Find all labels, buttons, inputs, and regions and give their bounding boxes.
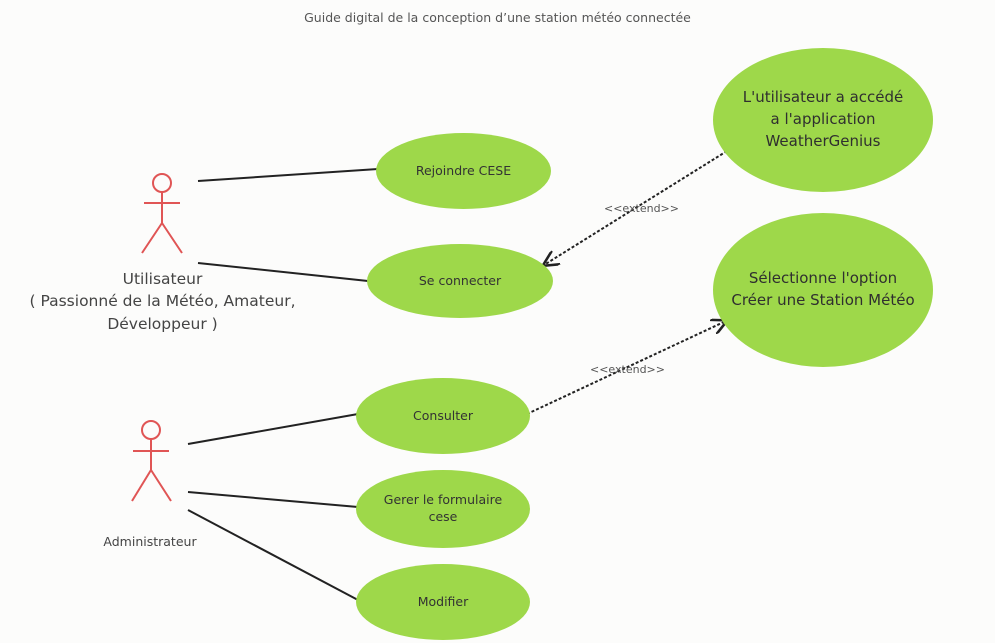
usecase-gerer-formulaire[interactable]: Gerer le formulaire cese xyxy=(356,470,530,548)
usecase-acces-application[interactable]: L'utilisateur a accédé a l'application W… xyxy=(713,48,933,192)
assoc-admin-consulter xyxy=(187,413,359,445)
actor-user-label: Utilisateur ( Passionné de la Météo, Ama… xyxy=(29,270,296,333)
extend-label-2: <<extend>> xyxy=(590,363,665,376)
usecase-consulter[interactable]: Consulter xyxy=(356,378,530,454)
actor-user-figure xyxy=(141,173,183,254)
actor-admin-figure xyxy=(131,420,172,502)
assoc-user-rejoindre xyxy=(197,168,379,182)
usecase-selection-option[interactable]: Sélectionne l'option Créer une Station M… xyxy=(713,213,933,367)
usecase-modifier[interactable]: Modifier xyxy=(356,564,530,640)
extend-arrow-selection xyxy=(526,321,726,415)
assoc-user-connecter xyxy=(197,262,369,282)
usecase-se-connecter[interactable]: Se connecter xyxy=(367,244,553,318)
diagram-title: Guide digital de la conception d’une sta… xyxy=(304,10,691,25)
usecase-rejoindre-cese[interactable]: Rejoindre CESE xyxy=(376,133,551,209)
extend-arrow-acces xyxy=(544,150,728,265)
assoc-admin-gerer xyxy=(187,491,359,508)
extend-label-1: <<extend>> xyxy=(604,202,679,215)
actor-admin-label: Administrateur xyxy=(103,534,197,549)
assoc-admin-modifier xyxy=(187,509,359,601)
